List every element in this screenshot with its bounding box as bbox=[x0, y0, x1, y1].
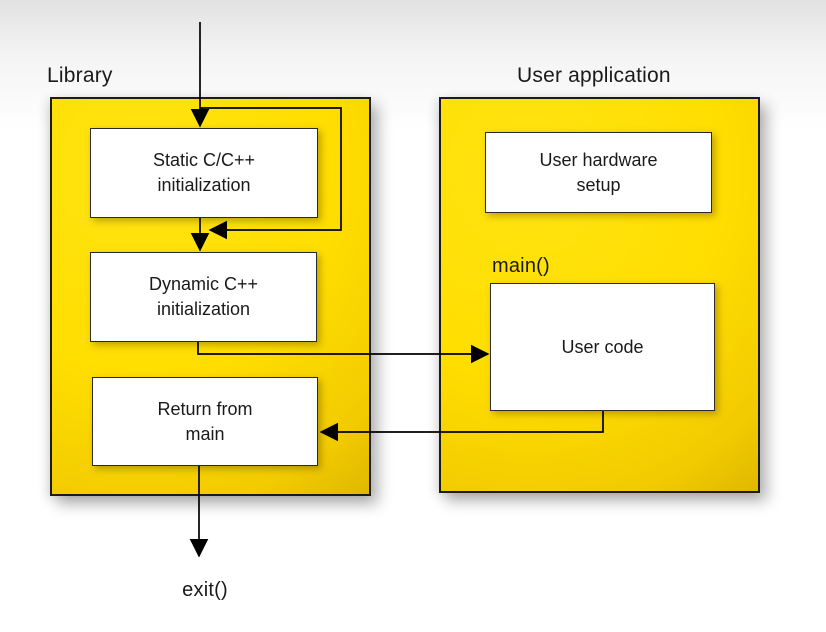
user-application-label: User application bbox=[517, 64, 671, 87]
main-function-label: main() bbox=[492, 255, 550, 277]
static-initialization-box: Static C/C++ initialization bbox=[90, 128, 318, 218]
exit-function-label: exit() bbox=[182, 579, 228, 601]
library-label: Library bbox=[47, 64, 113, 87]
dynamic-initialization-box: Dynamic C++ initialization bbox=[90, 252, 317, 342]
user-hardware-setup-box: User hardware setup bbox=[485, 132, 712, 213]
user-code-box: User code bbox=[490, 283, 715, 411]
return-from-main-box: Return from main bbox=[92, 377, 318, 466]
